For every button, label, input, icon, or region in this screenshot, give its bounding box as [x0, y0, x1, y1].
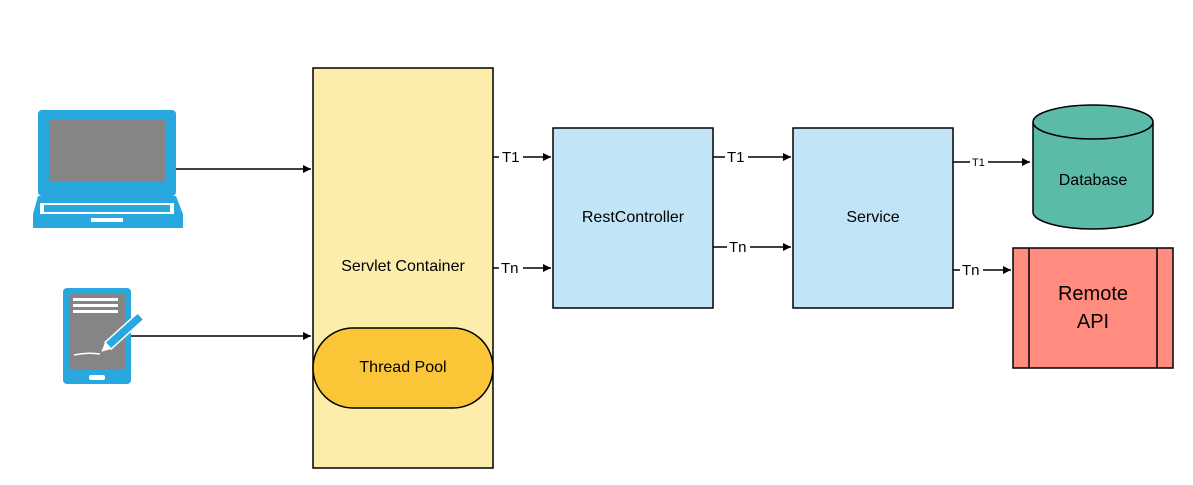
- database-label: Database: [1059, 172, 1128, 189]
- service-box: [792, 127, 954, 309]
- remote-api-box: [1012, 247, 1174, 369]
- laptop-icon: [33, 110, 183, 228]
- remote-api-label-line1: Remote: [1058, 283, 1128, 305]
- thread-pool-label: Thread Pool: [359, 359, 446, 376]
- thread-pool-box: [312, 327, 494, 409]
- container-tn-label: Tn: [501, 260, 519, 277]
- rest-controller-box: [552, 127, 714, 309]
- rest-tn-label: Tn: [729, 239, 747, 256]
- tablet-icon: [63, 288, 145, 384]
- service-t1-label: T1: [972, 157, 985, 169]
- servlet-container-label: Servlet Container: [341, 258, 465, 275]
- service-tn-label: Tn: [962, 262, 980, 279]
- remote-api-label-line2: API: [1077, 311, 1109, 333]
- rest-t1-label: T1: [727, 149, 745, 166]
- database-cylinder: [1032, 104, 1154, 230]
- service-label: Service: [846, 209, 899, 226]
- rest-controller-label: RestController: [582, 209, 685, 226]
- container-t1-label: T1: [502, 149, 520, 166]
